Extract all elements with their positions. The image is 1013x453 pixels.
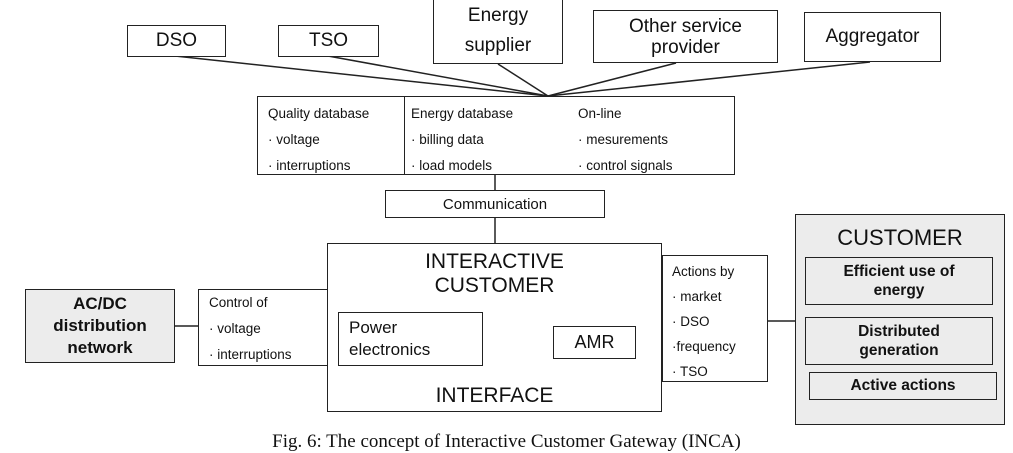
control-item-interruptions: · interruptions bbox=[209, 347, 292, 362]
aggregator-label: Aggregator bbox=[825, 25, 920, 47]
line-dso bbox=[174, 55, 549, 97]
interface-title-line-2: CUSTOMER bbox=[434, 274, 555, 297]
quality-item-interruptions: · interruptions bbox=[268, 158, 351, 173]
aggregator-box: Aggregator bbox=[804, 12, 941, 62]
distributed-generation-line-1: Distributed bbox=[858, 323, 940, 340]
database-divider bbox=[404, 97, 405, 174]
line-tso bbox=[327, 55, 549, 97]
actions-title: Actions by bbox=[672, 264, 735, 279]
dso-label: DSO bbox=[155, 29, 198, 51]
active-actions-box: Active actions bbox=[809, 372, 997, 400]
actions-item-dso: · DSO bbox=[672, 314, 710, 329]
quality-database-title: Quality database bbox=[268, 106, 370, 121]
customer-title: CUSTOMER bbox=[837, 225, 963, 250]
efficient-use-line-1: Efficient use of bbox=[843, 263, 955, 280]
amr-box: AMR bbox=[553, 326, 636, 359]
power-electronics-line-2: electronics bbox=[349, 340, 431, 359]
acdc-network-box: AC/DC distribution network bbox=[25, 289, 175, 363]
energy-supplier-box: Energy supplier bbox=[433, 0, 563, 64]
online-item-measurements: · mesurements bbox=[578, 132, 669, 147]
tso-label: TSO bbox=[308, 29, 349, 51]
distributed-generation-line-2: generation bbox=[859, 342, 939, 359]
energy-item-load-models: · load models bbox=[411, 158, 493, 173]
quality-database: Quality database · voltage · interruptio… bbox=[268, 101, 369, 179]
interface-bottom-label: INTERFACE bbox=[435, 384, 554, 407]
line-aggregator bbox=[547, 61, 871, 97]
energy-database: Energy database · billing data · load mo… bbox=[411, 101, 513, 179]
efficient-use-line-2: energy bbox=[873, 282, 925, 299]
interface-title: INTERACTIVE CUSTOMER bbox=[328, 250, 661, 298]
control-title: Control of bbox=[209, 295, 268, 310]
online-title: On-line bbox=[578, 106, 622, 121]
energy-item-billing: · billing data bbox=[411, 132, 484, 147]
network-line-3: network bbox=[67, 338, 133, 357]
actions-item-tso: · TSO bbox=[672, 364, 708, 379]
interface-title-line-1: INTERACTIVE bbox=[425, 250, 564, 273]
database-box: Quality database · voltage · interruptio… bbox=[257, 96, 735, 175]
online-database: On-line · mesurements · control signals bbox=[578, 101, 673, 179]
control-item-voltage: · voltage bbox=[209, 321, 261, 336]
other-provider-line-1: Other service bbox=[629, 15, 742, 37]
communication-box: Communication bbox=[385, 190, 605, 218]
network-line-2: distribution bbox=[53, 316, 147, 335]
customer-panel: CUSTOMER Efficient use of energy Distrib… bbox=[795, 214, 1005, 425]
line-energy-supplier bbox=[497, 63, 549, 97]
other-provider-line-2: provider bbox=[651, 36, 720, 58]
active-actions-label: Active actions bbox=[850, 377, 956, 394]
dso-box: DSO bbox=[127, 25, 226, 57]
interactive-customer-interface-box: INTERACTIVE CUSTOMER Power electronics A… bbox=[327, 243, 662, 412]
actions-item-frequency: ·frequency bbox=[672, 339, 736, 354]
actions-by-box: Actions by · market · DSO ·frequency · T… bbox=[662, 255, 768, 382]
distributed-generation-box: Distributed generation bbox=[805, 317, 993, 365]
online-item-control-signals: · control signals bbox=[578, 158, 673, 173]
energy-supplier-line-2: supplier bbox=[464, 35, 532, 56]
efficient-use-box: Efficient use of energy bbox=[805, 257, 993, 305]
tso-box: TSO bbox=[278, 25, 379, 57]
control-of-box: Control of · voltage · interruptions bbox=[198, 289, 328, 366]
amr-label: AMR bbox=[574, 332, 615, 352]
communication-label: Communication bbox=[442, 195, 548, 213]
actions-item-market: · market bbox=[672, 289, 722, 304]
figure-caption: Fig. 6: The concept of Interactive Custo… bbox=[272, 431, 741, 452]
network-line-1: AC/DC bbox=[73, 294, 127, 313]
power-electronics-line-1: Power bbox=[349, 318, 398, 337]
line-other-provider bbox=[547, 62, 677, 97]
other-service-provider-box: Other service provider bbox=[593, 10, 778, 63]
energy-database-title: Energy database bbox=[411, 106, 514, 121]
power-electronics-box: Power electronics bbox=[338, 312, 483, 366]
energy-supplier-line-1: Energy bbox=[467, 5, 529, 26]
quality-item-voltage: · voltage bbox=[268, 132, 320, 147]
